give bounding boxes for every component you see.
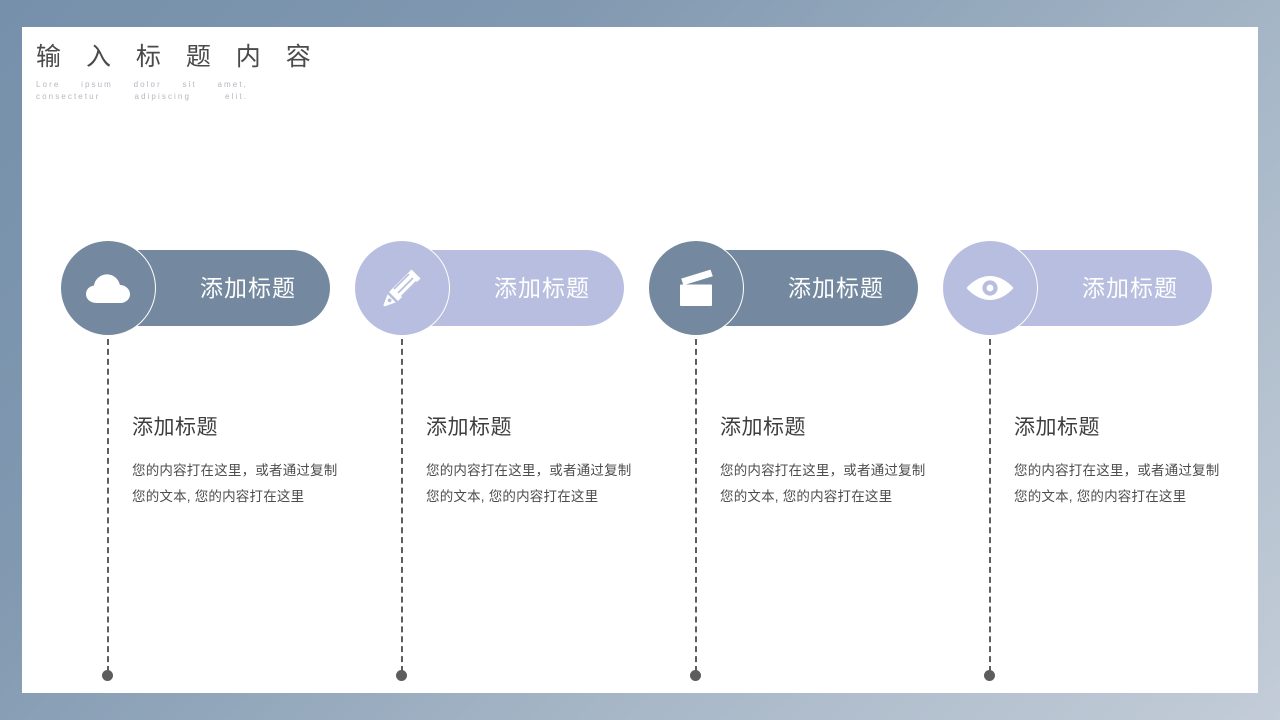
column-3: 添加标题: [648, 27, 942, 693]
body-text-2: 您的内容打在这里，或者通过复制您的文本, 您的内容打在这里: [426, 463, 632, 505]
body-heading-4: 添加标题: [1014, 416, 1100, 439]
pill-label-2: 添加标题: [494, 274, 590, 301]
pill-label-4: 添加标题: [1082, 274, 1178, 301]
badge-1[interactable]: 添加标题: [60, 240, 330, 336]
pill-label-1: 添加标题: [200, 274, 296, 301]
connector-dot-1: [102, 670, 113, 681]
page-title: 输 入 标 题 内 容: [36, 43, 320, 71]
icon-circle-1[interactable]: [60, 240, 156, 336]
connector-dot-3: [690, 670, 701, 681]
body-text-4: 您的内容打在这里，或者通过复制您的文本, 您的内容打在这里: [1014, 463, 1220, 505]
column-2: 添加标题: [354, 27, 648, 693]
pill-label-3: 添加标题: [788, 274, 884, 301]
body-heading-2: 添加标题: [426, 416, 512, 439]
connector-dot-2: [396, 670, 407, 681]
body-heading-1: 添加标题: [132, 416, 218, 439]
clapperboard-icon: [674, 268, 718, 308]
slide-card: 输 入 标 题 内 容 Lore ipsum dolor sit amet, c…: [22, 27, 1258, 693]
connector-line-2: [401, 339, 405, 672]
body-heading-3: 添加标题: [720, 416, 806, 439]
columns-container: 添加标题 添加标题 您的内容打在这里，或者通过复制您的文本, 您的内容打在这: [22, 27, 1258, 693]
icon-circle-3[interactable]: [648, 240, 744, 336]
connector-line-3: [695, 339, 699, 672]
cloud-icon: [85, 271, 131, 305]
body-block-4: 添加标题 您的内容打在这里，或者通过复制您的文本, 您的内容打在这里: [1014, 415, 1236, 510]
connector-line-4: [989, 339, 993, 672]
connector-dot-4: [984, 670, 995, 681]
body-text-1: 您的内容打在这里，或者通过复制您的文本, 您的内容打在这里: [132, 463, 338, 505]
icon-circle-2[interactable]: [354, 240, 450, 336]
icon-circle-4[interactable]: [942, 240, 1038, 336]
badge-3[interactable]: 添加标题: [648, 240, 918, 336]
column-1: 添加标题 添加标题 您的内容打在这里，或者通过复制您的文本, 您的内容打在这: [60, 27, 354, 693]
body-block-1: 添加标题 您的内容打在这里，或者通过复制您的文本, 您的内容打在这里: [132, 415, 354, 510]
pencil-icon: [381, 267, 423, 309]
column-4: 添加标题 添加标题: [942, 27, 1236, 693]
body-block-2: 添加标题 您的内容打在这里，或者通过复制您的文本, 您的内容打在这里: [426, 415, 648, 510]
eye-icon: [965, 273, 1015, 303]
body-block-3: 添加标题 您的内容打在这里，或者通过复制您的文本, 您的内容打在这里: [720, 415, 942, 510]
body-text-3: 您的内容打在这里，或者通过复制您的文本, 您的内容打在这里: [720, 463, 926, 505]
page-subtitle: Lore ipsum dolor sit amet, consectetur a…: [36, 79, 248, 102]
badge-4[interactable]: 添加标题: [942, 240, 1212, 336]
connector-line-1: [107, 339, 111, 672]
slide-header: 输 入 标 题 内 容 Lore ipsum dolor sit amet, c…: [36, 43, 320, 104]
badge-2[interactable]: 添加标题: [354, 240, 624, 336]
